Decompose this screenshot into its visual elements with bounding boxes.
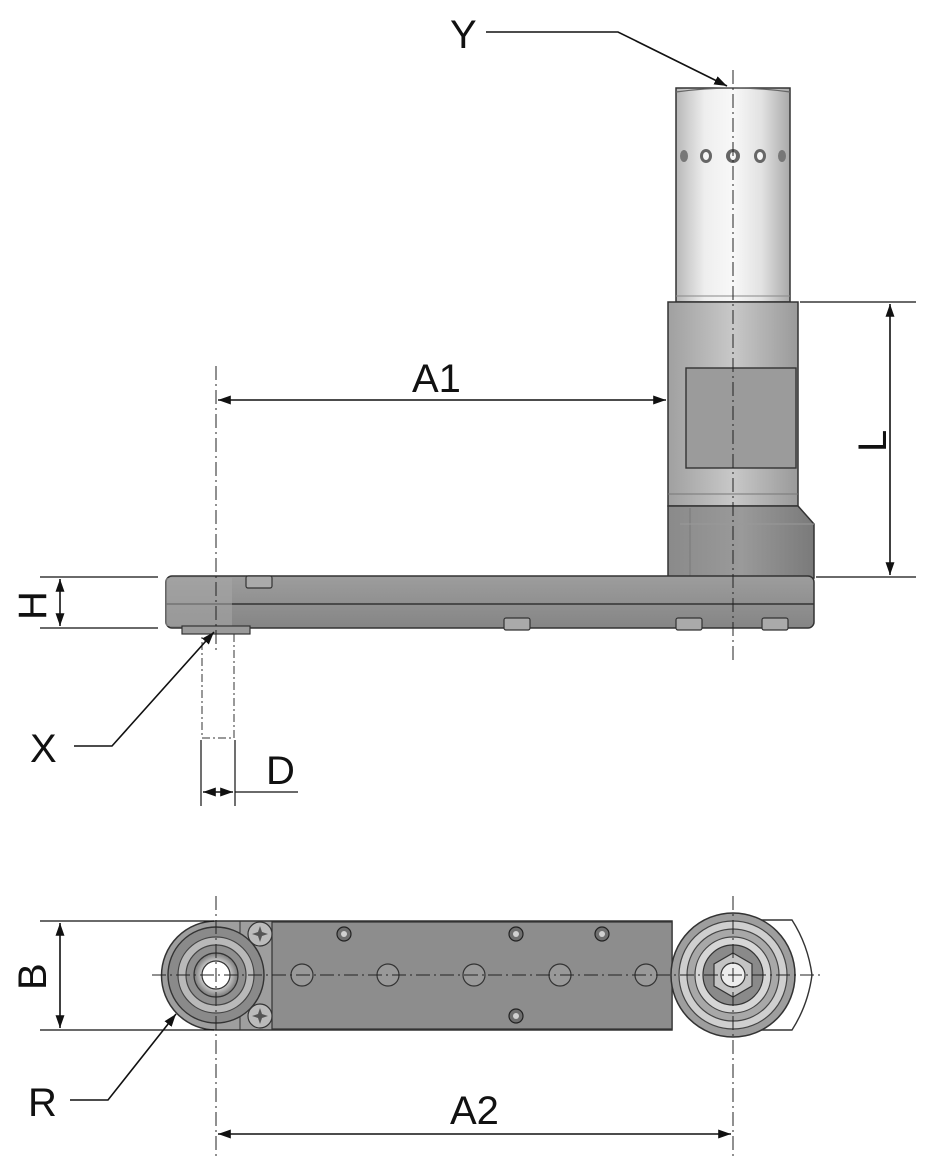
side-view: Y A1 L H X xyxy=(11,13,916,806)
dimension-a2: A2 xyxy=(218,1089,731,1139)
top-view: B R A2 xyxy=(11,896,820,1160)
label-a1: A1 xyxy=(412,357,461,401)
dimension-d: D xyxy=(200,740,298,806)
label-a2: A2 xyxy=(450,1089,499,1133)
tool-phantom xyxy=(201,633,235,739)
leader-r: R xyxy=(28,1013,177,1125)
dimension-l: L xyxy=(800,301,916,578)
dimension-a1: A1 xyxy=(218,357,666,405)
dimension-h: H xyxy=(11,576,158,629)
drive-housing xyxy=(667,301,799,507)
label-r: R xyxy=(28,1081,57,1125)
small-nuts xyxy=(336,926,610,1024)
torx-screw-top xyxy=(247,921,273,947)
label-x: X xyxy=(30,727,57,771)
label-y: Y xyxy=(450,13,477,57)
label-h: H xyxy=(11,591,55,620)
leader-x: X xyxy=(30,631,215,771)
torx-screw-bottom xyxy=(247,1003,273,1029)
dimension-b: B xyxy=(11,920,214,1031)
arm xyxy=(165,575,815,635)
label-l: L xyxy=(851,430,895,452)
leader-y: Y xyxy=(450,13,728,87)
label-b: B xyxy=(11,963,55,990)
hex-block xyxy=(667,505,815,579)
label-d: D xyxy=(266,749,295,793)
